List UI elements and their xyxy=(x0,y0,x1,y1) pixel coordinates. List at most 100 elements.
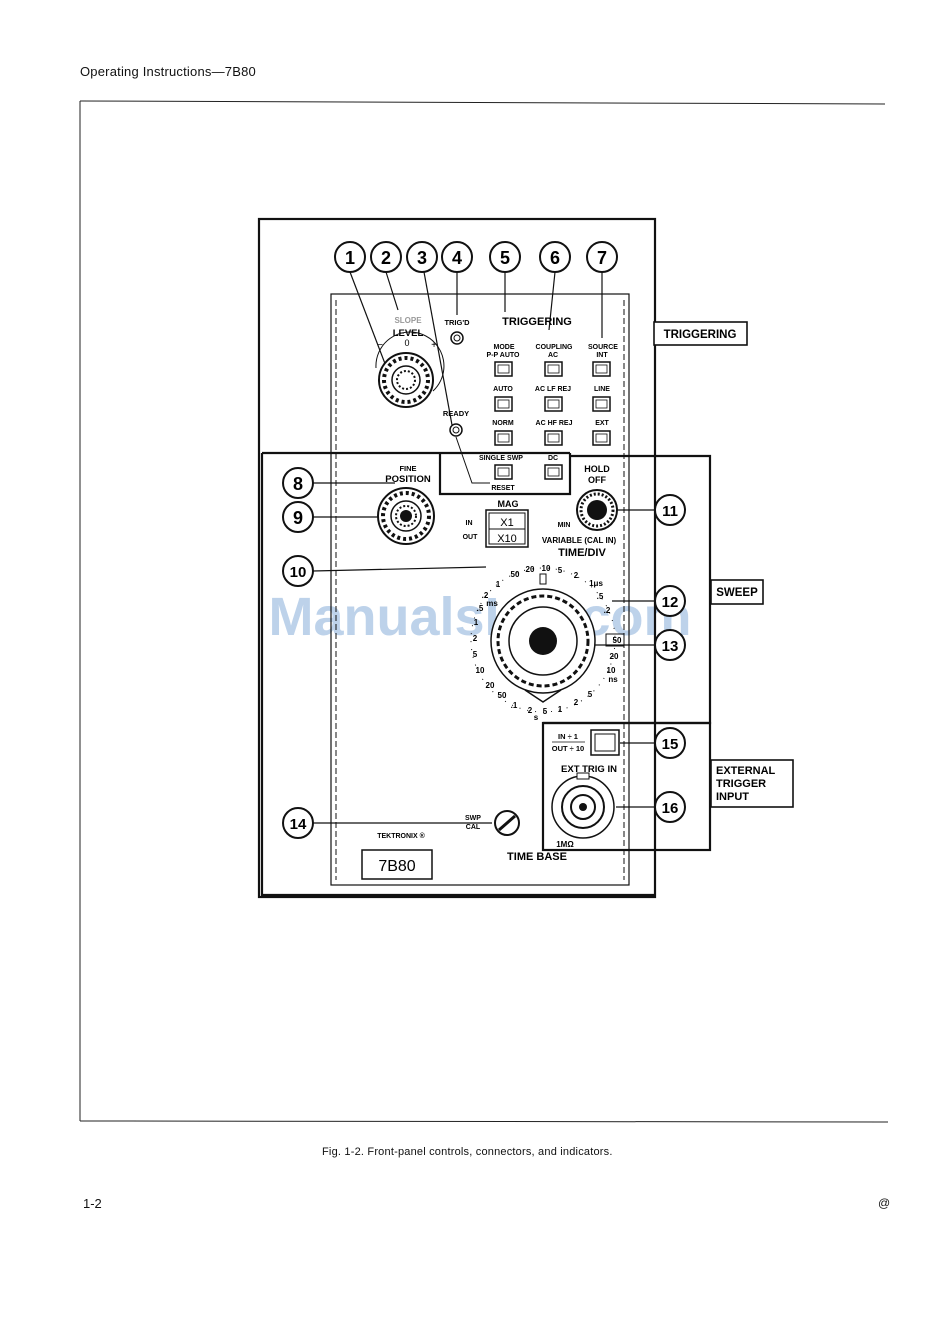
section-label-triggering: TRIGGERING xyxy=(664,329,737,341)
dial-label-10: 10 xyxy=(542,564,551,573)
source-label: SOURCE xyxy=(588,344,618,351)
dial-bottom-2b: 2 xyxy=(574,698,579,707)
dial-label-point5: .5 xyxy=(597,592,604,601)
ac-lf-rej-label: AC LF REJ xyxy=(535,386,571,393)
dial-label-20: 20 xyxy=(526,565,535,574)
pp-auto-label: P-P AUTO xyxy=(487,352,520,359)
callout-5: 5 xyxy=(489,241,521,273)
mag-control[interactable]: MAG IN OUT X1 X10 xyxy=(463,499,529,548)
dial-left-point5: .5 xyxy=(477,604,484,613)
callout-15-label: 15 xyxy=(662,736,679,753)
triggering-box xyxy=(260,453,572,897)
dial-label-5: 5 xyxy=(558,566,563,575)
callout-6: 6 xyxy=(539,241,571,273)
figure-frame xyxy=(79,100,889,1123)
level-zero: 0 xyxy=(404,338,409,348)
in-div1-label: IN ÷ 1 xyxy=(558,732,578,741)
swp-cal-adjust[interactable]: SWP CAL xyxy=(465,810,520,836)
model-plate: 7B80 xyxy=(361,849,433,880)
callout-9-label: 9 xyxy=(293,508,303,528)
mode-label: MODE xyxy=(494,344,515,351)
one-megohm-label: 1MΩ xyxy=(556,840,574,849)
triggering-panel-title: TRIGGERING xyxy=(502,316,572,328)
hold-off-control[interactable]: HOLD OFF MIN xyxy=(558,464,618,531)
label-external-box: EXTERNAL TRIGGER INPUT xyxy=(710,759,794,808)
norm-button[interactable] xyxy=(494,430,513,446)
callout-10: 10 xyxy=(282,555,314,587)
dial-label-2: 2 xyxy=(574,571,579,580)
trigd-indicator: TRIG'D xyxy=(444,318,470,345)
callout-14: 14 xyxy=(282,807,314,839)
section-label-external-2: TRIGGER xyxy=(716,778,766,790)
dial-bottom-2: 2 xyxy=(528,706,533,715)
label-sweep-box: SWEEP xyxy=(710,579,764,605)
dial-label-50: 50 xyxy=(511,570,520,579)
off-label: OFF xyxy=(588,475,606,485)
time-div-dial[interactable] xyxy=(470,567,616,713)
us-unit: 1μs xyxy=(589,579,603,588)
callout-4-label: 4 xyxy=(452,248,462,268)
min-label: MIN xyxy=(558,522,571,529)
dial-left-5: 5 xyxy=(473,650,478,659)
dial-ns-20: 20 xyxy=(610,652,619,661)
dial-left-10: 10 xyxy=(476,666,485,675)
single-swp-button[interactable] xyxy=(494,464,513,480)
callout-16-label: 16 xyxy=(662,800,679,817)
dial-left-50: 50 xyxy=(498,691,507,700)
dial-bottom-5: 5 xyxy=(543,707,548,716)
dial-left-point2: .2 xyxy=(482,591,489,600)
tektronix-logo: TEKTRONIX ® xyxy=(377,832,425,840)
auto-label: AUTO xyxy=(493,386,513,393)
time-div-indicator-window xyxy=(605,633,625,647)
callout-6-label: 6 xyxy=(550,248,560,268)
model-label: 7B80 xyxy=(378,858,415,875)
dc-button[interactable] xyxy=(544,464,563,480)
ext-attenuator-control[interactable]: IN ÷ 1 OUT ÷ 10 xyxy=(552,729,620,756)
level-slope-control[interactable]: SLOPE LEVEL − 0 + xyxy=(375,316,445,408)
footer-mark: @ xyxy=(878,1196,891,1210)
ext-trig-in-connector[interactable]: EXT TRIG IN 1MΩ xyxy=(551,764,617,849)
level-label: LEVEL xyxy=(393,328,424,339)
swp-label: SWP xyxy=(465,815,481,822)
figure-caption: Fig. 1-2. Front-panel controls, connecto… xyxy=(322,1146,613,1158)
variable-label: VARIABLE (CAL IN) xyxy=(542,536,617,545)
coupling-label: COUPLING xyxy=(536,344,574,351)
front-panel-outline xyxy=(257,217,657,899)
dial-left-point1: .1 xyxy=(511,701,518,710)
callout-1-label: 1 xyxy=(345,248,355,268)
pp-auto-button[interactable] xyxy=(494,361,513,377)
auto-button[interactable] xyxy=(494,396,513,412)
time-base-label: TIME BASE xyxy=(507,851,567,863)
ac-lf-rej-button[interactable] xyxy=(544,396,563,412)
running-header: Operating Instructions—7B80 xyxy=(80,64,256,79)
position-control[interactable]: FINE POSITION xyxy=(377,464,435,545)
norm-label: NORM xyxy=(492,420,514,427)
mag-out-label: OUT xyxy=(463,534,479,541)
mode-column: MODE P-P AUTO xyxy=(487,344,520,359)
callout-12-label: 12 xyxy=(662,594,679,611)
fine-label: FINE xyxy=(399,464,416,473)
dial-bottom-1: 1 xyxy=(558,705,563,714)
callout-9: 9 xyxy=(282,501,314,533)
dial-label-point2: .2 xyxy=(604,606,611,615)
slope-label: SLOPE xyxy=(394,316,422,325)
callout-leaders xyxy=(312,271,655,824)
hold-label: HOLD xyxy=(584,464,610,474)
watermark: ManualsLib.com xyxy=(268,587,691,647)
cal-label: CAL xyxy=(466,824,481,831)
callout-8: 8 xyxy=(282,467,314,499)
ext-label: EXT xyxy=(595,420,609,427)
line-label: LINE xyxy=(594,386,610,393)
line-button[interactable] xyxy=(592,396,611,412)
ac-button[interactable] xyxy=(544,361,563,377)
ext-trig-in-label: EXT TRIG IN xyxy=(561,764,617,775)
ac-hf-rej-button[interactable] xyxy=(544,430,563,446)
callout-15: 15 xyxy=(654,727,686,759)
ext-button[interactable] xyxy=(592,430,611,446)
callout-8-label: 8 xyxy=(293,474,303,494)
callout-7-label: 7 xyxy=(597,248,607,268)
dial-ns-50: 50 xyxy=(613,636,622,645)
dial-left-1: 1 xyxy=(474,618,479,627)
int-button[interactable] xyxy=(592,361,611,377)
